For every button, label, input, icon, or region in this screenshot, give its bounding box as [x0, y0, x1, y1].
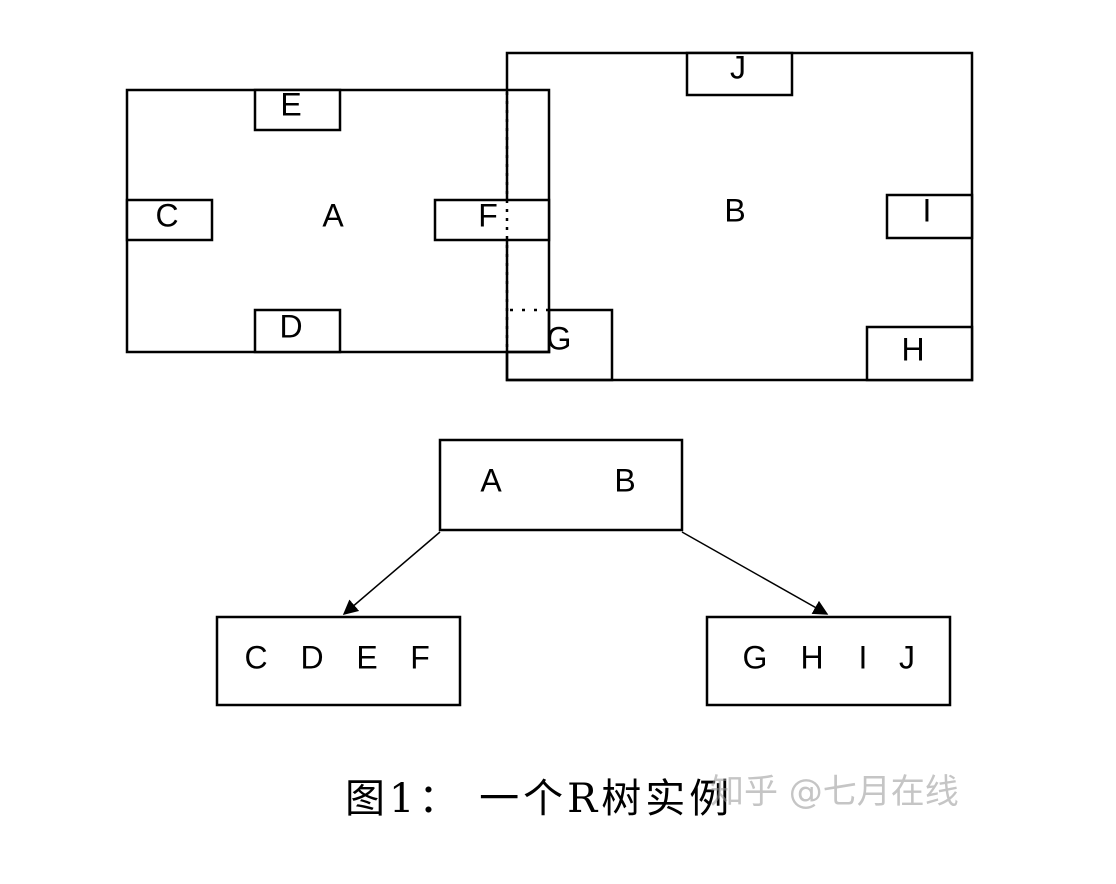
right-entry-i: I	[859, 639, 868, 675]
left-child-rect	[215, 615, 462, 707]
region-d: D	[253, 308, 342, 354]
region-d-label: D	[279, 308, 302, 344]
watermark: 知乎 @七月在线	[710, 772, 959, 812]
region-g-rect	[505, 308, 614, 382]
left-entry-d: D	[300, 639, 323, 675]
tree-left-child-node: C D E F	[215, 615, 462, 707]
right-child-rect	[705, 615, 952, 707]
figure-caption: 图1： 一个R树实例	[345, 776, 734, 822]
region-i-label: I	[923, 192, 932, 228]
root-entry-b: B	[614, 462, 635, 498]
tree-right-child-node: G H I J	[705, 615, 952, 707]
region-f-label: F	[478, 197, 498, 233]
region-e: E	[253, 86, 342, 132]
root-entry-a: A	[480, 462, 502, 498]
region-g: G	[505, 308, 614, 382]
region-h: H	[865, 325, 974, 382]
right-entry-g: G	[743, 639, 768, 675]
region-c-rect	[125, 198, 214, 242]
region-g-label: G	[547, 320, 572, 356]
tree-root-node: A B	[438, 438, 684, 532]
root-node-rect	[438, 438, 684, 532]
region-e-rect	[253, 88, 342, 132]
right-entry-h: H	[800, 639, 823, 675]
left-entry-e: E	[356, 639, 377, 675]
region-j-rect	[685, 51, 794, 97]
left-entry-f: F	[410, 639, 430, 675]
region-d-rect	[253, 308, 342, 354]
region-c-label: C	[155, 197, 178, 233]
region-a-label: A	[322, 197, 344, 233]
region-j: J	[685, 49, 794, 97]
region-b-label: B	[724, 192, 745, 228]
left-entry-c: C	[244, 639, 267, 675]
arrow-to-right-child	[681, 531, 829, 615]
region-c: C	[125, 197, 214, 242]
right-entry-j: J	[899, 639, 915, 675]
region-h-rect	[865, 325, 974, 382]
region-e-label: E	[280, 86, 301, 122]
region-h-label: H	[901, 331, 924, 367]
arrow-to-left-child	[342, 531, 441, 615]
region-i-rect	[885, 193, 974, 240]
region-f-rect	[433, 198, 551, 242]
region-j-label: J	[730, 49, 746, 85]
region-i: I	[885, 192, 974, 240]
region-f: F	[433, 197, 551, 242]
